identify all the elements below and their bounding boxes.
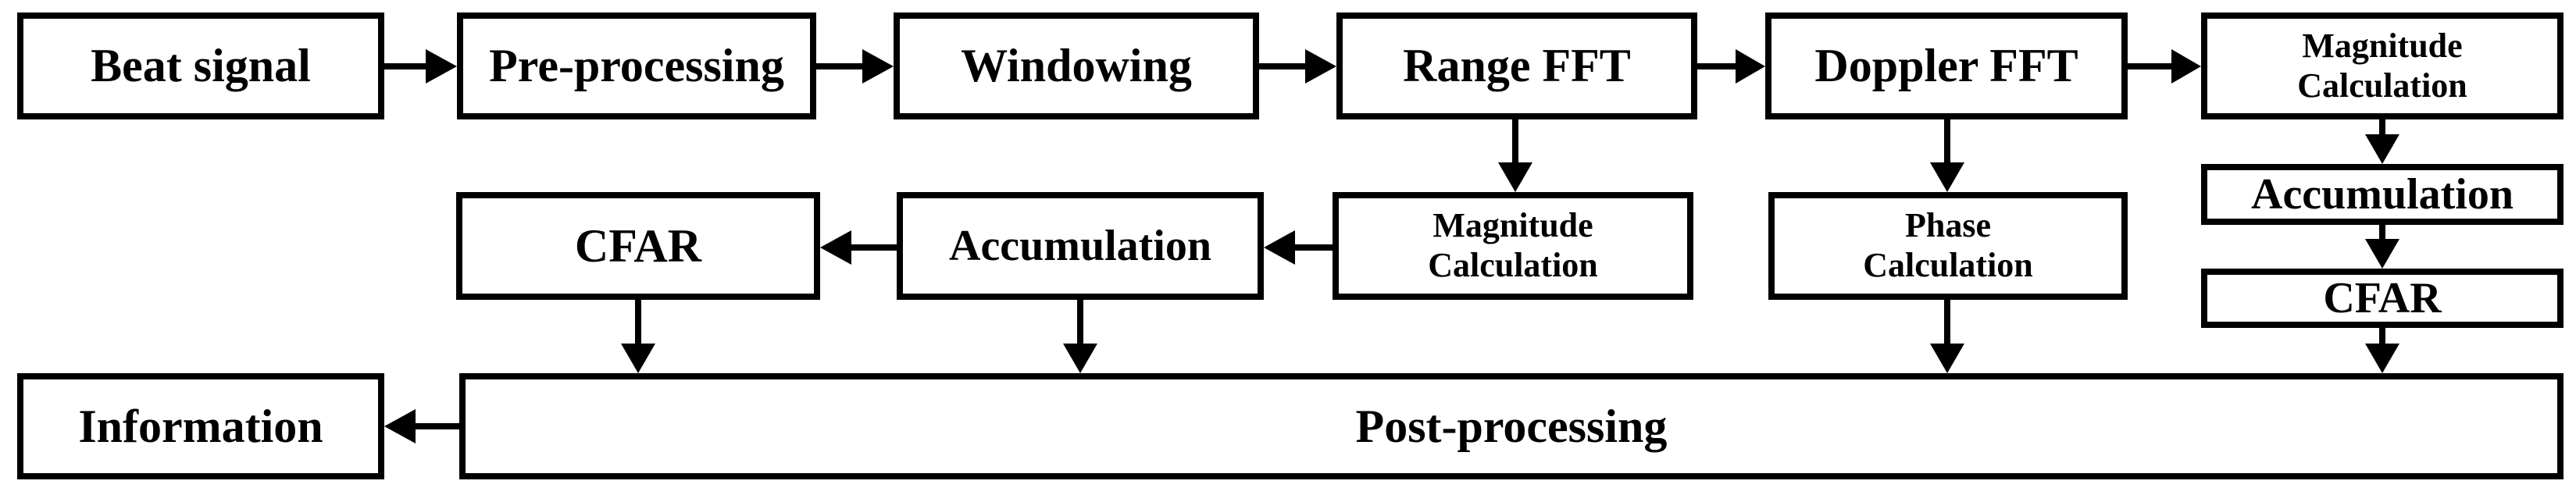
arrow-accumulation-right-to-cfar-right bbox=[2365, 225, 2399, 269]
arrow-magnitude-calculation-right-to-accumulation-right bbox=[2365, 119, 2399, 164]
arrow-range-fft-to-doppler-fft bbox=[1697, 49, 1765, 84]
arrow-post-processing-to-information bbox=[384, 409, 459, 443]
arrow-windowing-to-range-fft bbox=[1259, 49, 1336, 84]
arrow-range-fft-to-magnitude-calculation-mid bbox=[1498, 119, 1532, 192]
node-accumulation: Accumulation bbox=[897, 192, 1264, 300]
node-cfar-right: CFAR bbox=[2201, 269, 2564, 328]
arrow-doppler-fft-to-phase-calculation bbox=[1930, 119, 1964, 192]
node-magnitude-calculation-mid: Magnitude Calculation bbox=[1333, 192, 1693, 300]
arrow-accumulation-to-post-processing bbox=[1063, 300, 1097, 373]
node-phase-calculation: Phase Calculation bbox=[1768, 192, 2128, 300]
node-cfar: CFAR bbox=[456, 192, 820, 300]
arrow-cfar-right-to-post-processing bbox=[2365, 328, 2399, 373]
node-information: Information bbox=[17, 373, 384, 479]
node-pre-processing: Pre-processing bbox=[457, 12, 816, 119]
arrow-doppler-fft-to-magnitude-calculation-right bbox=[2128, 49, 2201, 84]
arrow-phase-calculation-to-post-processing bbox=[1930, 300, 1964, 373]
node-post-processing: Post-processing bbox=[459, 373, 2564, 479]
arrow-accumulation-to-cfar bbox=[820, 230, 897, 265]
node-windowing: Windowing bbox=[894, 12, 1259, 119]
node-beat-signal: Beat signal bbox=[17, 12, 384, 119]
node-doppler-fft: Doppler FFT bbox=[1765, 12, 2128, 119]
arrow-beat-signal-to-pre-processing bbox=[384, 49, 457, 84]
arrow-pre-processing-to-windowing bbox=[816, 49, 894, 84]
node-magnitude-calculation-right: Magnitude Calculation bbox=[2201, 12, 2564, 119]
node-accumulation-right: Accumulation bbox=[2201, 164, 2564, 225]
arrow-magnitude-calculation-mid-to-accumulation bbox=[1264, 230, 1333, 265]
node-range-fft: Range FFT bbox=[1336, 12, 1697, 119]
arrow-cfar-to-post-processing bbox=[621, 300, 655, 373]
